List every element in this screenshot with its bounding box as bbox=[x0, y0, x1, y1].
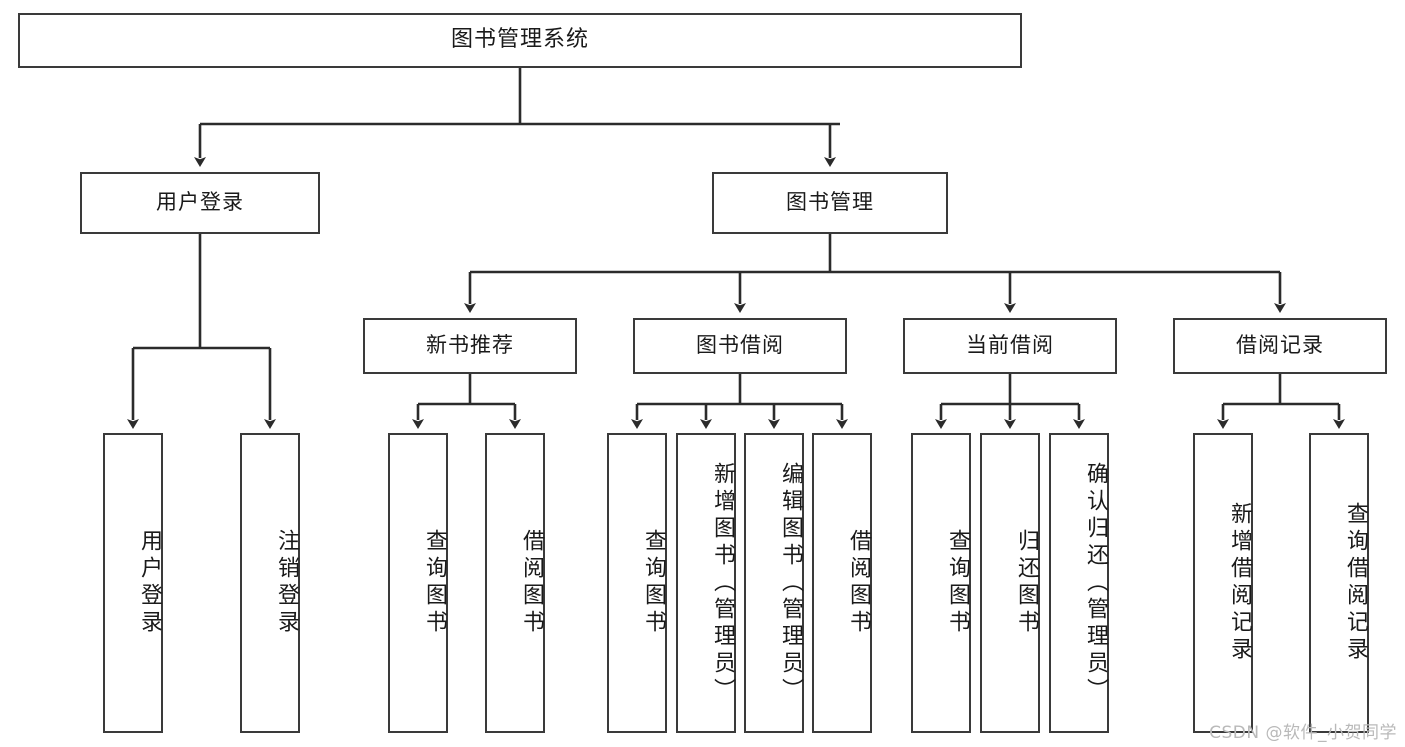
node-label: 图书借阅 bbox=[696, 333, 784, 358]
node-label: 用户登录 bbox=[137, 529, 162, 637]
csdn-watermark: CSDN @软件_小贺同学 bbox=[1209, 723, 1397, 743]
node-label: 借阅图书 bbox=[519, 529, 544, 637]
leaf-borrow-add-book-admin[interactable]: 新增图书（管理员） bbox=[676, 433, 736, 733]
leaf-record-add-record[interactable]: 新增借阅记录 bbox=[1193, 433, 1253, 733]
leaf-borrow-query-book[interactable]: 查询图书 bbox=[607, 433, 667, 733]
leaf-recommend-borrow-book[interactable]: 借阅图书 bbox=[485, 433, 545, 733]
node-label: 用户登录 bbox=[156, 190, 244, 215]
node-root-system[interactable]: 图书管理系统 bbox=[18, 13, 1022, 68]
node-label: 当前借阅 bbox=[966, 333, 1054, 358]
node-label: 图书管理 bbox=[786, 190, 874, 215]
node-label: 查询图书 bbox=[422, 529, 447, 637]
node-label: 新书推荐 bbox=[426, 333, 514, 358]
node-label: 图书管理系统 bbox=[450, 27, 589, 53]
node-borrow-record[interactable]: 借阅记录 bbox=[1173, 318, 1387, 374]
node-label: 注销登录 bbox=[274, 529, 299, 637]
leaf-borrow-edit-book-admin[interactable]: 编辑图书（管理员） bbox=[744, 433, 804, 733]
node-book-borrow[interactable]: 图书借阅 bbox=[633, 318, 847, 374]
node-user-login[interactable]: 用户登录 bbox=[80, 172, 320, 234]
leaf-user-login-login[interactable]: 用户登录 bbox=[103, 433, 163, 733]
node-label: 查询图书 bbox=[945, 529, 970, 637]
leaf-record-query-record[interactable]: 查询借阅记录 bbox=[1309, 433, 1369, 733]
node-label: 新增借阅记录 bbox=[1227, 502, 1252, 664]
node-label: 查询图书 bbox=[641, 529, 666, 637]
node-label: 查询借阅记录 bbox=[1343, 502, 1368, 664]
node-book-management[interactable]: 图书管理 bbox=[712, 172, 948, 234]
node-label: 借阅记录 bbox=[1236, 333, 1324, 358]
leaf-current-return-book[interactable]: 归还图书 bbox=[980, 433, 1040, 733]
leaf-recommend-query-book[interactable]: 查询图书 bbox=[388, 433, 448, 733]
leaf-borrow-borrow-book[interactable]: 借阅图书 bbox=[812, 433, 872, 733]
leaf-user-login-logout[interactable]: 注销登录 bbox=[240, 433, 300, 733]
node-label: 归还图书 bbox=[1014, 529, 1039, 637]
leaf-current-query-book[interactable]: 查询图书 bbox=[911, 433, 971, 733]
node-label: 编辑图书（管理员） bbox=[778, 461, 803, 705]
node-new-book-recommend[interactable]: 新书推荐 bbox=[363, 318, 577, 374]
node-label: 确认归还（管理员） bbox=[1083, 461, 1108, 705]
node-label: 借阅图书 bbox=[846, 529, 871, 637]
node-current-borrow[interactable]: 当前借阅 bbox=[903, 318, 1117, 374]
node-label: 新增图书（管理员） bbox=[710, 461, 735, 705]
leaf-current-confirm-return-admin[interactable]: 确认归还（管理员） bbox=[1049, 433, 1109, 733]
